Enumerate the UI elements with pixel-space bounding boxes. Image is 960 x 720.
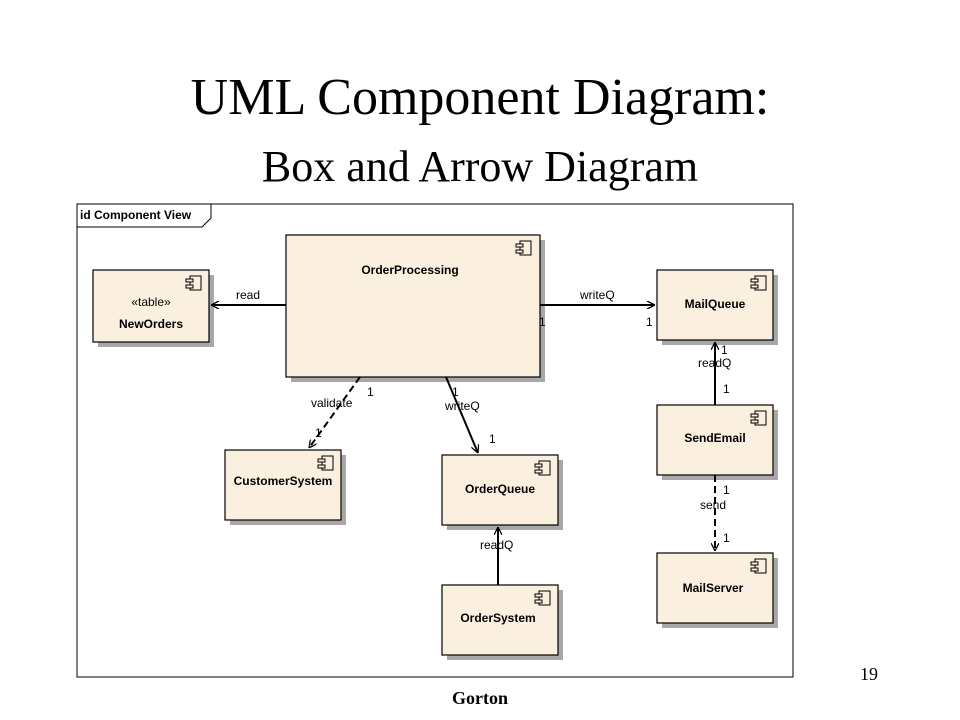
edge-write-mail-queue: writeQ 1 1 [539,288,655,329]
component-order-processing[interactable]: OrderProcessing [285,234,545,382]
multiplicity-source: 1 [723,483,730,497]
component-mail-server[interactable]: MailServer [656,552,778,628]
component-icon [185,275,202,291]
component-name: NewOrders [119,317,183,331]
slide-title: UML Component Diagram: [190,69,770,126]
component-name: OrderProcessing [361,263,458,277]
edge-label: writeQ [579,288,615,302]
multiplicity-target: 1 [315,426,322,440]
component-icon [534,460,551,476]
component-mail-queue[interactable]: MailQueue [656,269,778,345]
component-icon [750,275,767,291]
multiplicity-target: 1 [723,531,730,545]
component-new-orders[interactable]: «table» NewOrders [92,269,214,347]
edge-label: writeQ [444,399,480,413]
component-icon [534,590,551,606]
multiplicity-source: 1 [539,315,546,329]
component-name: OrderSystem [460,611,535,625]
page-number: 19 [860,664,878,684]
multiplicity-target: 1 [489,432,496,446]
component-icon [750,558,767,574]
edge-read-mail-queue: readQ 1 1 [698,342,731,405]
component-name: MailServer [683,581,744,595]
edge-label: send [700,498,726,512]
multiplicity-source: 1 [723,382,730,396]
edge-validate: validate 1 1 [309,376,374,448]
multiplicity-target: 1 [721,343,728,357]
edge-send: send 1 1 [700,475,730,551]
multiplicity-source: 1 [367,385,374,399]
edge-line [445,376,478,453]
component-name: MailQueue [685,297,746,311]
edge-label: readQ [480,538,513,552]
component-name: CustomerSystem [234,474,333,488]
component-stereotype: «table» [131,295,171,309]
component-order-queue[interactable]: OrderQueue [441,454,563,530]
author-footer: Gorton [452,688,508,708]
component-icon [317,455,334,471]
edge-line [309,376,361,448]
component-icon [750,410,767,426]
component-name: OrderQueue [465,482,535,496]
frame-label: id Component View [80,208,192,222]
edge-label: validate [311,396,353,410]
multiplicity-target: 1 [646,315,653,329]
edge-label: read [236,288,260,302]
edge-write-order-queue: writeQ 1 1 [444,376,496,453]
multiplicity-source: 1 [452,385,459,399]
component-icon [515,240,532,256]
component-name: SendEmail [684,431,745,445]
edge-read-order-queue: readQ [480,527,513,585]
slide-subtitle: Box and Arrow Diagram [261,142,699,191]
component-customer-system[interactable]: CustomerSystem [224,449,346,525]
edge-read: read [211,288,286,305]
component-order-system[interactable]: OrderSystem [441,584,563,660]
edge-label: readQ [698,356,731,370]
component-send-email[interactable]: SendEmail [656,404,778,480]
